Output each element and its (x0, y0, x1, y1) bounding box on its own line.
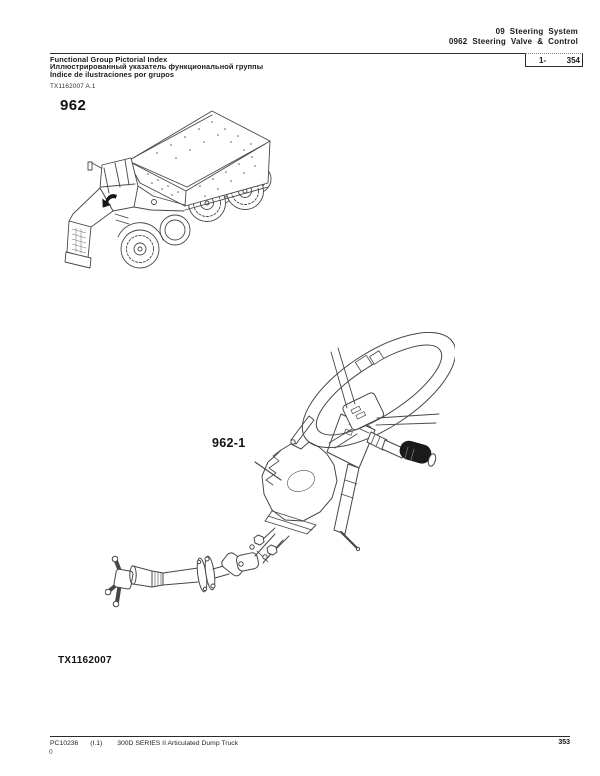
steering-location-arrow-icon (102, 194, 117, 208)
group-number-label: 962 (60, 97, 87, 114)
page-ref-to: 354 (566, 55, 580, 65)
footer-sub-note: () (49, 748, 53, 755)
title-russian: Иллюстрированный указатель функционально… (50, 62, 264, 72)
page-number: 353 (558, 739, 570, 746)
model-title: 300D SERIES II Articulated Dump Truck (117, 739, 239, 747)
edition-code: (I.1) (90, 739, 103, 747)
group-title: 0962 Steering Valve & Control (448, 37, 578, 46)
drawing-id-label: TX1162007 (58, 655, 112, 666)
page-ref-box: 1- 354 (525, 53, 583, 67)
pictorial-index-titles: Functional Group Pictorial Index Иллюстр… (50, 54, 264, 79)
footer-rule (50, 736, 570, 738)
header-section-block: 09 Steering System 0962 Steering Valve &… (449, 27, 578, 47)
page-ref-from: 1- (539, 55, 547, 65)
yoke-cross (105, 555, 134, 608)
footer-info: PC10236 (I.1) 300D SERIES II Articulated… (50, 740, 238, 747)
title-spanish: Índice de ilustraciones por grupos (50, 69, 175, 79)
document-reference: TX1162007 A.1 (50, 83, 96, 90)
callout-leader-line (254, 461, 282, 481)
catalog-number: PC10236 (50, 739, 79, 747)
callout-label: 962-1 (212, 436, 246, 450)
truck-illustration (64, 110, 272, 269)
header-rule (50, 53, 526, 54)
section-title: 09 Steering System (495, 27, 578, 36)
stalk-grip (399, 440, 437, 467)
steering-assembly-illustration (105, 332, 455, 608)
title-english: Functional Group Pictorial Index (50, 54, 168, 64)
